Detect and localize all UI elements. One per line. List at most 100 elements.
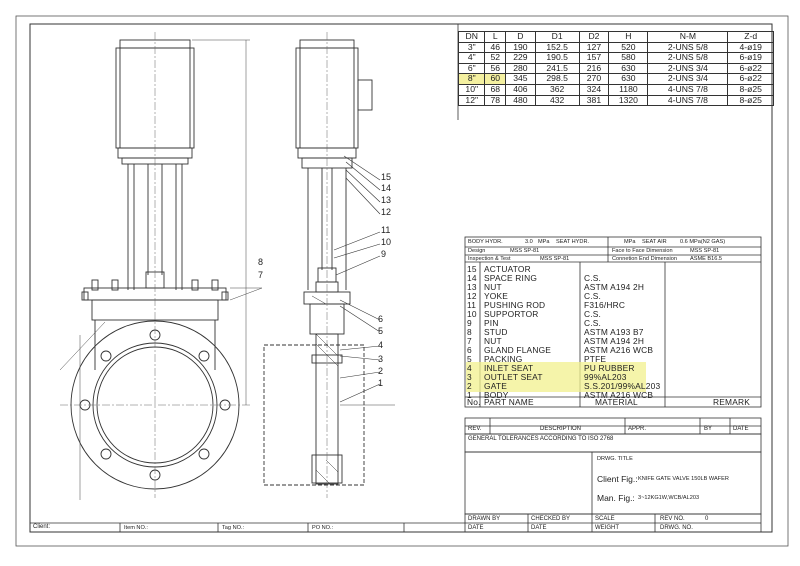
table-cell: 8" <box>457 73 486 85</box>
table-cell: 56 <box>484 62 506 75</box>
bom-part: GLAND FLANGE <box>484 345 552 355</box>
bom-part: ACTUATOR <box>484 264 531 274</box>
client-label: Client: <box>33 524 51 530</box>
tag-no-label: Tag NO.: <box>222 525 245 531</box>
header-cell: D1 <box>534 31 580 43</box>
design-label: Design <box>468 248 486 254</box>
bom-material: ASTM A194 2H <box>584 282 645 292</box>
table-cell: 229 <box>504 52 536 64</box>
table-cell: 4-UNS 7/8 <box>647 94 729 107</box>
date-label-1: DATE <box>468 525 484 531</box>
description-label: DESCRIPTION <box>540 426 582 432</box>
body-hydr-label: BODY HYDR. <box>468 239 503 245</box>
item-no-label: Item NO.: <box>124 525 148 531</box>
bom-footer-remark: REMARK <box>713 397 751 407</box>
bom-material: ASTM A193 B7 <box>584 327 644 337</box>
table-cell: 270 <box>578 73 610 85</box>
bom-footer-no: No. <box>467 397 481 407</box>
bom-no: 7 <box>467 336 472 346</box>
bom-material: PU RUBBER <box>584 363 635 373</box>
rev-no-value: 0 <box>705 516 709 522</box>
table-row: 12" 78 480 432 381 1320 4-UNS 7/8 8-ø25 <box>457 94 774 107</box>
header-cell: L <box>484 31 506 43</box>
callout-10: 10 <box>381 237 392 247</box>
bom-part: PIN <box>484 318 499 328</box>
seat-air-label: SEAT AIR <box>642 239 667 245</box>
seat-air-value: 0.6 MPa(N2 GAS) <box>680 239 726 245</box>
date-label: DATE <box>733 426 749 432</box>
table-cell: 362 <box>534 83 580 96</box>
weight-label: WEIGHT <box>595 525 619 531</box>
bom-part: PACKING <box>484 354 523 364</box>
table-cell: 2-UNS 5/8 <box>647 52 729 64</box>
table-cell: 432 <box>534 94 580 107</box>
table-cell: 190.5 <box>534 52 580 64</box>
table-row-highlighted: 8" 60 345 298.5 270 630 2-UNS 3/4 6-ø22 <box>457 73 774 85</box>
scale-label: SCALE <box>595 516 615 522</box>
table-cell: 157 <box>578 52 610 64</box>
bom-no: 6 <box>467 345 472 355</box>
bom-material: C.S. <box>584 291 602 301</box>
by-label: BY <box>704 426 713 432</box>
bom-part: INLET SEAT <box>484 363 534 373</box>
client-fig-label: Client Fig.: <box>597 474 638 484</box>
table-cell: 2-UNS 3/4 <box>647 73 729 85</box>
bom-no: 8 <box>467 327 472 337</box>
bom-no: 15 <box>467 264 477 274</box>
table-cell: 1320 <box>608 94 649 107</box>
bom-part: NUT <box>484 336 502 346</box>
callout-7: 7 <box>258 270 264 280</box>
table-row: 6" 56 280 241.5 216 630 2-UNS 3/4 6-ø22 <box>457 62 774 75</box>
bom-material: C.S. <box>584 318 602 328</box>
table-cell: 52 <box>484 52 506 64</box>
design-value: MSS SP-81 <box>510 248 540 254</box>
table-cell: 8-ø25 <box>727 83 774 96</box>
table-cell: 216 <box>578 62 610 75</box>
table-cell: 6-ø19 <box>727 52 774 64</box>
callout-1: 1 <box>378 378 384 388</box>
table-cell: 12" <box>457 94 486 107</box>
table-cell: 4" <box>457 52 486 64</box>
bom-no: 1 <box>467 390 472 400</box>
dimension-table: DN L D D1 D2 H N-M Z-d 3" 46 190 152.5 1… <box>457 31 774 107</box>
table-cell: 1180 <box>608 83 649 96</box>
po-no-label: PO NO.: <box>312 525 334 531</box>
client-fig-value: KNIFE GATE VALVE 150LB WAFER <box>638 476 729 482</box>
table-cell: 630 <box>608 73 649 85</box>
bom-part: SUPPORTOR <box>484 309 539 319</box>
table-cell: 241.5 <box>534 62 580 75</box>
table-cell: 406 <box>504 83 536 96</box>
man-fig-label: Man. Fig.: <box>597 493 635 503</box>
table-cell: 280 <box>504 62 536 75</box>
table-cell: 480 <box>504 94 536 107</box>
callout-8: 8 <box>258 257 264 267</box>
rev-no-label: REV NO. <box>660 516 685 522</box>
table-cell: 2-UNS 5/8 <box>647 41 729 54</box>
bom-no: 3 <box>467 372 472 382</box>
table-cell: 4-UNS 7/8 <box>647 83 729 96</box>
drwg-title-label: DRWG. TITLE <box>597 456 633 462</box>
callout-15: 15 <box>381 172 392 182</box>
bom-no: 13 <box>467 282 477 292</box>
table-row: 3" 46 190 152.5 127 520 2-UNS 5/8 4-ø19 <box>457 41 774 54</box>
inspection-label: Inspection & Test <box>468 256 511 262</box>
man-fig-value: 3~12KG1W,WCB/AL203 <box>638 495 700 501</box>
bom-part: GATE <box>484 381 507 391</box>
table-cell: 6" <box>457 62 486 75</box>
table-cell: 10" <box>457 83 486 96</box>
callout-6: 6 <box>378 314 384 324</box>
face-to-face-label: Face to Face Dimension <box>612 248 673 254</box>
table-cell: 4-ø19 <box>727 41 774 54</box>
callout-5: 5 <box>378 326 384 336</box>
table-cell: 345 <box>504 73 536 85</box>
header-cell: DN <box>457 31 486 43</box>
bom-material: ASTM A216 WCB <box>584 345 654 355</box>
table-cell: 152.5 <box>534 41 580 54</box>
table-cell: 190 <box>504 41 536 54</box>
bom-no: 12 <box>467 291 477 301</box>
table-cell: 630 <box>608 62 649 75</box>
table-row: 4" 52 229 190.5 157 580 2-UNS 5/8 6-ø19 <box>457 52 774 64</box>
body-hydr-unit: MPa <box>538 239 550 245</box>
table-cell: 6-ø22 <box>727 73 774 85</box>
